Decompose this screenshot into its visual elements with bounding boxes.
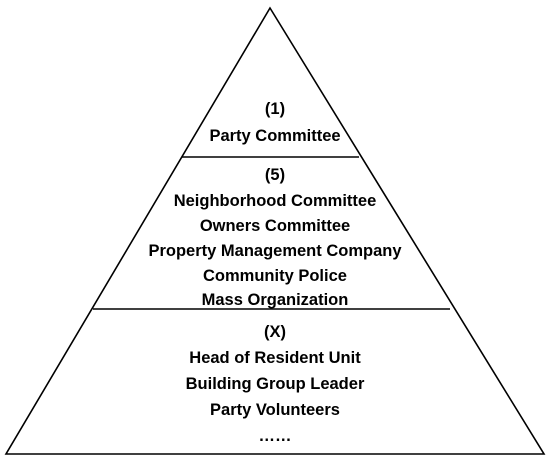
tier-middle-item: Neighborhood Committee [174,192,377,210]
tier-middle-item: Community Police [203,267,347,285]
tier-top-item: Party Committee [209,127,340,145]
tier-bottom-item: Head of Resident Unit [189,349,361,367]
tier-middle-count: (5) [265,166,285,184]
tier-middle-item: Mass Organization [202,291,349,309]
tier-top-count: (1) [265,100,285,118]
tier-bottom: (X) Head of Resident Unit Building Group… [186,323,365,445]
tier-bottom-ellipsis: …… [259,427,292,445]
tier-bottom-item: Building Group Leader [186,375,365,393]
tier-middle-item: Owners Committee [200,217,350,235]
tier-bottom-count: (X) [264,323,286,341]
tier-top: (1) Party Committee [209,100,340,145]
pyramid-outline [4,6,546,455]
tier-bottom-item: Party Volunteers [210,401,340,419]
tier-middle-item: Property Management Company [148,242,402,260]
tier-middle: (5) Neighborhood Committee Owners Commit… [148,166,402,309]
